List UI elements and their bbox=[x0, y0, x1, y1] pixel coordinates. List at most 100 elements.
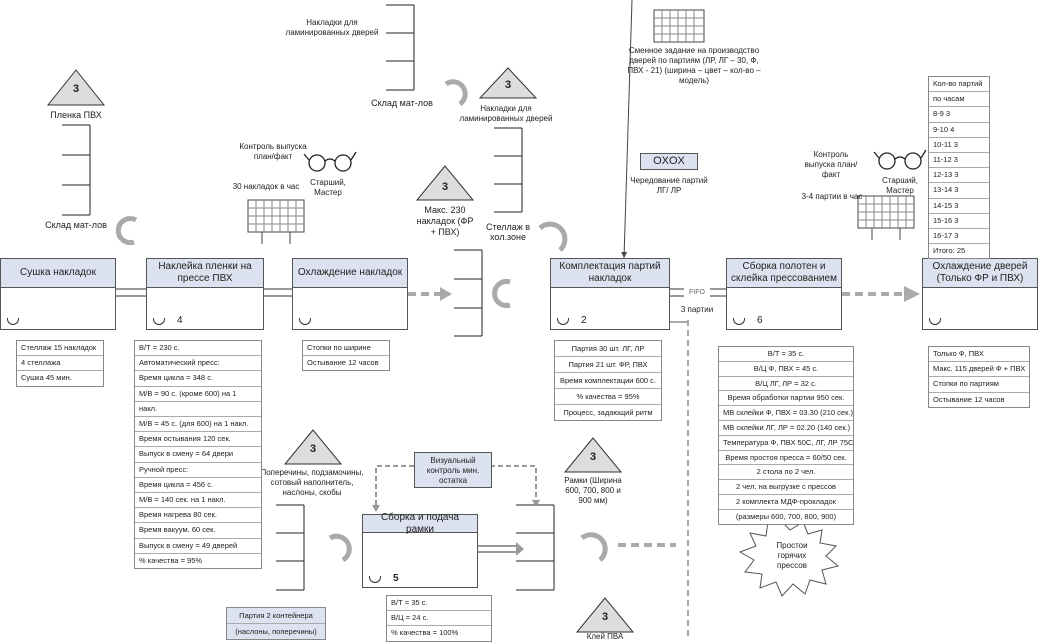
table-row: Время простоя пресса = 60/50 сек. bbox=[719, 451, 853, 466]
table-row: Процесс, задающий ритм bbox=[563, 408, 653, 417]
process-kitting-num: 2 bbox=[581, 315, 587, 326]
bottom-number: 3 bbox=[601, 611, 609, 623]
schedule-sheet-icon bbox=[653, 9, 705, 43]
control1-person: Старший, Мастер bbox=[310, 178, 346, 197]
overlays-top-label: Накладки для ламинированных дверей bbox=[285, 18, 379, 37]
process-cooling-overlays-title: Охлаждение накладок bbox=[293, 259, 407, 288]
table-drying: Стеллаж 15 накладок 4 стеллажа Сушка 45 … bbox=[16, 340, 104, 387]
frames-label: Рамки (Ширина 600, 700, 800 и 900 мм) bbox=[564, 476, 622, 505]
process-pvc-press-num: 4 bbox=[177, 315, 183, 326]
table-row: Время цикла = 348 с. bbox=[135, 371, 261, 387]
table-row: % качества = 100% bbox=[391, 628, 459, 638]
film-label: Пленка ПВХ bbox=[50, 110, 102, 120]
table-row: 2 чел. на выгрузке с прессов bbox=[719, 480, 853, 495]
process-cooling-doors[interactable]: Охлаждение дверей (Только ФР и ПВХ) bbox=[922, 258, 1038, 330]
control1-label: Контроль выпуска план/факт bbox=[239, 142, 307, 161]
triangle-max230 bbox=[415, 165, 475, 201]
schedule-board-icon-2 bbox=[857, 195, 915, 240]
overlays-top-store: Склад мат-лов bbox=[371, 98, 433, 108]
control1-rate: 30 накладок в час bbox=[232, 182, 300, 191]
table-row: В/Ц Ф, ПВХ = 45 с. bbox=[719, 362, 853, 377]
rack-parts bbox=[276, 504, 305, 591]
schedule-board-icon-1 bbox=[247, 199, 305, 244]
overlays-mid-label: Накладки для ламинированных дверей bbox=[459, 104, 553, 123]
table-row: Время комплектации 600 с. bbox=[555, 373, 661, 389]
table-row: МВ склейки Ф, ПВХ = 03.30 (210 сек.) bbox=[719, 406, 853, 421]
process-kitting-title: Комплектация партий накладок bbox=[551, 259, 669, 288]
table-hourly-batches: Кол-во партий по часам 8-9 3 9-10 4 10-1… bbox=[928, 76, 990, 260]
table-row: Партия 21 шт. ФР, ПВХ bbox=[555, 357, 661, 373]
process-pvc-press[interactable]: Наклейка пленки на прессе ПВХ 4 bbox=[146, 258, 264, 330]
table-pvc-press: В/Т = 230 с. Автоматический пресс: Время… bbox=[134, 340, 262, 570]
table-row: В/Т = 35 с. bbox=[719, 347, 853, 362]
table-row: Остывание 12 часов bbox=[933, 394, 1005, 404]
table-row: Время обработки партии 950 сек. bbox=[719, 391, 853, 407]
table-row: В/Ц ЛГ, ЛР = 32 с. bbox=[719, 377, 853, 392]
table-row: 11-12 3 bbox=[929, 153, 989, 169]
table-row: 10-11 3 bbox=[929, 138, 989, 154]
triangle-bottom bbox=[575, 597, 635, 633]
control2-person: Старший, Мастер bbox=[882, 176, 918, 195]
table-row: 12-13 3 bbox=[929, 168, 989, 184]
table-row: 2 стола по 2 чел. bbox=[719, 465, 853, 481]
container-row: Партия 2 контейнера bbox=[227, 608, 325, 624]
film-store-label: Склад мат-лов bbox=[45, 220, 107, 230]
operator-icon bbox=[929, 318, 941, 325]
process-frame-assembly[interactable]: Сборка и подача рамки 5 bbox=[362, 512, 478, 588]
table-row: Стопки по ширине bbox=[303, 341, 389, 357]
table-row: накл. bbox=[135, 402, 261, 418]
rack-mid bbox=[494, 127, 523, 213]
process-drying[interactable]: Сушка накладок bbox=[0, 258, 116, 330]
rack-film bbox=[62, 124, 91, 216]
table-row: МВ склейки ЛГ, ЛР = 02.20 (140 сек.) bbox=[719, 421, 853, 436]
parts-number: 3 bbox=[309, 443, 317, 455]
table-row: Время нагрева 80 сек. bbox=[135, 508, 261, 524]
table-cooling-doors: Только Ф, ПВХ Макс. 115 дверей Ф + ПВХ С… bbox=[928, 346, 1030, 408]
process-kitting[interactable]: Комплектация партий накладок 2 bbox=[550, 258, 670, 330]
process-drying-title: Сушка накладок bbox=[1, 259, 115, 288]
table-row: 16-17 3 bbox=[929, 229, 989, 245]
table-row: Кол-во партий bbox=[929, 77, 989, 93]
glasses-icon-2 bbox=[873, 149, 927, 170]
bottom-label: Клей ПВА bbox=[586, 632, 624, 641]
table-row: Время остывания 120 сек. bbox=[135, 432, 261, 448]
table-row: Ручной пресс: bbox=[135, 463, 261, 478]
table-row: М/В = 90 с. (кроме 600) на 1 bbox=[135, 387, 261, 402]
process-pvc-press-title: Наклейка пленки на прессе ПВХ bbox=[147, 259, 263, 288]
table-row: 14-15 3 bbox=[929, 199, 989, 214]
process-cooling-doors-title: Охлаждение дверей (Только ФР и ПВХ) bbox=[923, 259, 1037, 288]
triangle-film bbox=[46, 69, 106, 106]
table-frame-assembly: В/Т = 35 с. В/Ц = 24 с. % качества = 100… bbox=[386, 595, 492, 642]
table-row: Только Ф, ПВХ bbox=[929, 347, 1029, 363]
operator-icon bbox=[153, 318, 165, 325]
table-row: Остывание 12 часов bbox=[307, 358, 379, 368]
process-assembly[interactable]: Сборка полотен и склейка прессованием 6 bbox=[726, 258, 842, 330]
overlays-mid-number: 3 bbox=[504, 79, 512, 91]
table-row: Автоматический пресс: bbox=[135, 356, 261, 372]
control2-label: Контроль выпуска план/факт bbox=[804, 150, 858, 179]
circular-arrows bbox=[115, 79, 608, 563]
rack-max230 bbox=[454, 249, 483, 337]
process-frame-assembly-title: Сборка и подача рамки bbox=[363, 512, 477, 535]
table-kitting: Партия 30 шт. ЛГ, ЛР Партия 21 шт. ФР, П… bbox=[554, 340, 662, 421]
overlays-mid-store: Стеллаж в хол.зоне bbox=[485, 222, 531, 242]
oxox-note: Чередование партий ЛГ/ ЛР bbox=[630, 176, 708, 195]
visual-control-box: Визуальный контроль мин. остатка bbox=[414, 452, 492, 488]
max230-label: Макс. 230 накладок (ФР + ПВХ) bbox=[416, 205, 474, 237]
table-row: 4 стеллажа bbox=[17, 356, 103, 372]
table-row: Выпуск в смену = 64 двери bbox=[135, 447, 261, 463]
operator-icon bbox=[557, 318, 569, 325]
table-row: М/В = 45 с. (для 600) на 1 накл. bbox=[135, 417, 261, 433]
table-row: В/Т = 230 с. bbox=[135, 341, 261, 357]
operator-icon bbox=[733, 318, 745, 325]
table-row: % качества = 95% bbox=[555, 389, 661, 405]
kaizen-burst bbox=[738, 519, 840, 597]
triangle-frames bbox=[563, 437, 623, 473]
process-cooling-overlays[interactable]: Охлаждение накладок bbox=[292, 258, 408, 330]
triangle-overlays-mid bbox=[478, 67, 538, 99]
film-inventory-number: 3 bbox=[72, 83, 80, 95]
table-cooling-overlays: Стопки по ширине Остывание 12 часов bbox=[302, 340, 390, 372]
process-assembly-title: Сборка полотен и склейка прессованием bbox=[727, 259, 841, 288]
table-row: % качества = 95% bbox=[139, 555, 203, 565]
